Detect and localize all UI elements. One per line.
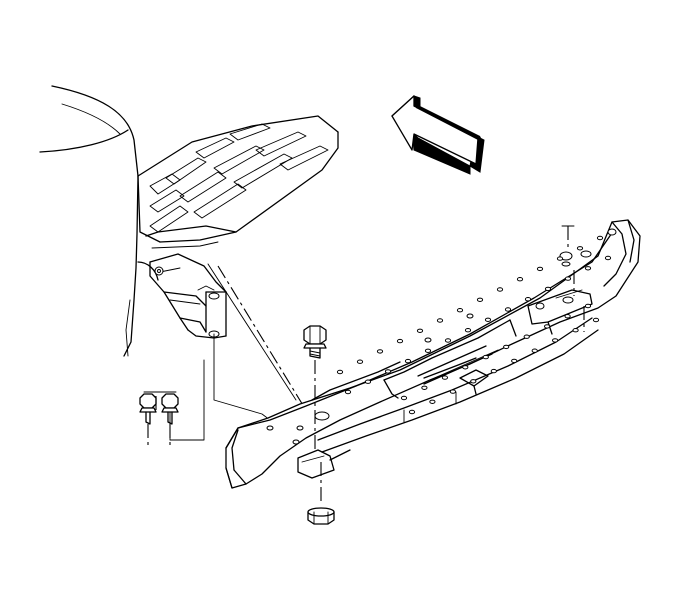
bumper-hole [596, 235, 604, 241]
bumper-hole [429, 399, 436, 404]
bumper-hole [456, 308, 464, 313]
bumper-hole [436, 318, 444, 323]
bumper-hole [416, 328, 424, 333]
bumper-hole [376, 349, 384, 354]
bumper-hole [484, 317, 492, 322]
bumper-hole [572, 328, 579, 333]
bumper-hole [544, 324, 551, 329]
bumper-hole [516, 277, 524, 282]
bumper-hole [564, 314, 571, 319]
bumper-hole [604, 255, 612, 261]
bumper-hole [444, 338, 452, 343]
bumper-hole [408, 409, 416, 415]
bumper-hole [552, 338, 559, 343]
bumper-hole [336, 369, 344, 375]
bumper-hole [584, 266, 592, 271]
vehicle-body [39, 85, 159, 357]
frame-bracket [149, 253, 227, 339]
bumper-hole [356, 359, 364, 364]
bracket-bolt-left [139, 393, 157, 446]
bumper-hole [536, 266, 544, 272]
bumper-hole [584, 303, 592, 309]
bumper-hole [496, 287, 504, 292]
rear-bumper [225, 219, 641, 489]
bumper-hole [556, 256, 564, 261]
bracket-bolts [139, 391, 179, 446]
bumper-hole [384, 369, 392, 374]
direction-arrow-icon [391, 95, 485, 175]
bumper-hole [523, 334, 530, 339]
bumper-hole [476, 297, 484, 302]
bumper-hole [441, 375, 448, 380]
bumper-hole [396, 338, 404, 344]
bumper-hole [490, 368, 497, 374]
right-bolt-centerlines [561, 225, 585, 332]
bumper-hole [531, 348, 538, 353]
bumper-hole [511, 358, 518, 364]
bumper-hole [544, 286, 552, 292]
bumper-hole [524, 297, 532, 302]
bumper-hole [364, 379, 372, 384]
bumper-bolt [303, 325, 327, 452]
bumper-hole [424, 348, 432, 353]
leader-lines [169, 263, 313, 441]
bumper-hole [576, 246, 584, 251]
bumper-hole [462, 365, 469, 370]
bumper-hole [421, 385, 428, 390]
bumper-nut [307, 462, 335, 525]
bumper-hole [504, 307, 512, 312]
bumper-hole [400, 395, 408, 401]
bumper-hole [564, 276, 572, 281]
bumper-hole [344, 389, 352, 395]
bumper-hole [449, 389, 456, 394]
bumper-hole [464, 328, 472, 333]
bumper-hole [482, 354, 489, 360]
bracket-bolt-right [161, 393, 179, 446]
bumper-hole [592, 317, 600, 323]
bumper-hole [503, 344, 510, 350]
bumper-hole [404, 358, 412, 364]
bumper-hole-pattern [336, 235, 612, 415]
pickup-bed [137, 115, 339, 249]
bumper-hole [470, 379, 477, 384]
